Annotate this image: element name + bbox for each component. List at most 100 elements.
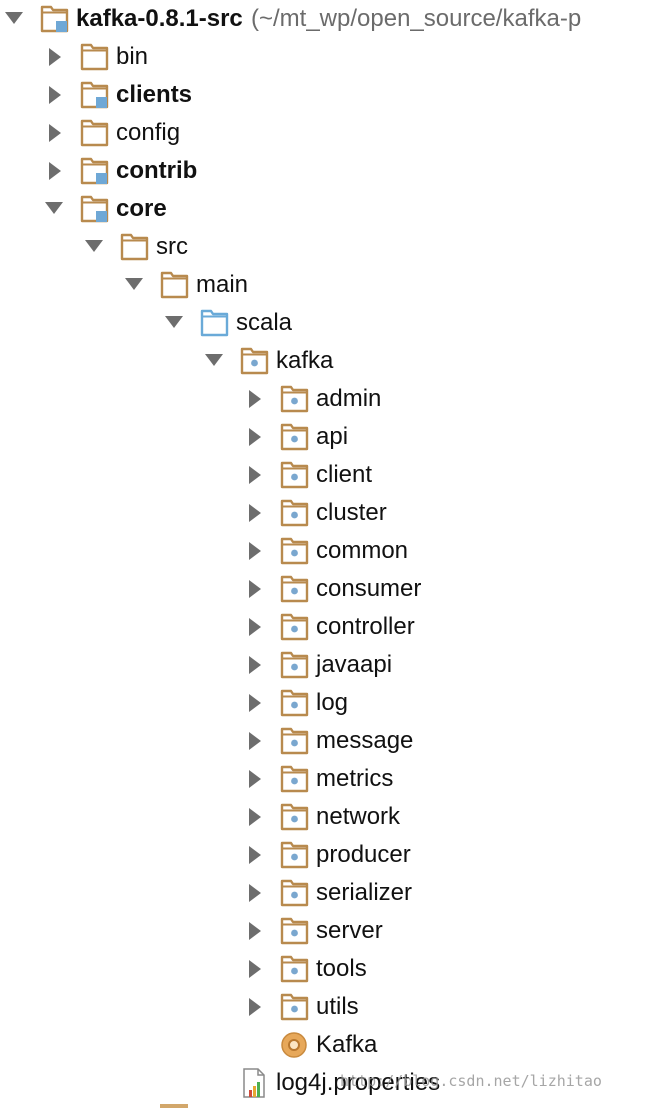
tree-row-log[interactable]: log <box>0 684 648 722</box>
tree-label: common <box>316 537 409 564</box>
collapsed-arrow-icon[interactable] <box>243 912 265 950</box>
module-folder-icon <box>40 0 70 38</box>
expanded-arrow-icon[interactable] <box>83 228 105 266</box>
tree-row-message[interactable]: message <box>0 722 648 760</box>
tree-row-contrib[interactable]: contrib <box>0 152 648 190</box>
watermark-text: http://blog.csdn.net/lizhitao <box>340 1072 602 1090</box>
collapsed-arrow-icon[interactable] <box>243 494 265 532</box>
collapsed-arrow-icon[interactable] <box>243 456 265 494</box>
collapsed-arrow-icon[interactable] <box>243 380 265 418</box>
tree-row-server[interactable]: server <box>0 912 648 950</box>
package-folder-icon <box>280 570 310 608</box>
tree-row-common[interactable]: common <box>0 532 648 570</box>
collapsed-arrow-icon[interactable] <box>43 114 65 152</box>
tree-label: cluster <box>316 499 387 526</box>
tree-label: contrib <box>116 157 198 184</box>
tree-label: server <box>316 917 383 944</box>
tree-row-log4j[interactable]: log4j.properties <box>0 1064 648 1102</box>
tree-row-kafka[interactable]: kafka <box>0 342 648 380</box>
expanded-arrow-icon[interactable] <box>163 304 185 342</box>
tree-label: log <box>316 689 349 716</box>
expanded-arrow-icon[interactable] <box>43 190 65 228</box>
collapsed-arrow-icon[interactable] <box>243 418 265 456</box>
tree-row-tools[interactable]: tools <box>0 950 648 988</box>
tree-label: producer <box>316 841 411 868</box>
tree-row-bin[interactable]: bin <box>0 38 648 76</box>
package-folder-icon <box>280 988 310 1026</box>
package-folder-icon <box>280 760 310 798</box>
collapsed-arrow-icon[interactable] <box>243 988 265 1026</box>
collapsed-arrow-icon[interactable] <box>243 798 265 836</box>
tree-label: network <box>316 803 401 830</box>
collapsed-arrow-icon[interactable] <box>243 608 265 646</box>
tree-row-root[interactable]: kafka-0.8.1-src(~/mt_wp/open_source/kafk… <box>0 0 648 38</box>
tree-row-api[interactable]: api <box>0 418 648 456</box>
module-folder-icon <box>80 152 110 190</box>
tree-row-admin[interactable]: admin <box>0 380 648 418</box>
package-folder-icon <box>280 456 310 494</box>
package-folder-icon <box>280 380 310 418</box>
properties-file-icon <box>240 1064 270 1102</box>
tree-label: clients <box>116 81 193 108</box>
tree-row-producer[interactable]: producer <box>0 836 648 874</box>
folder-icon <box>80 114 110 152</box>
tree-label: bin <box>116 43 149 70</box>
tree-label: kafka <box>276 347 334 374</box>
tree-label: controller <box>316 613 415 640</box>
collapsed-arrow-icon[interactable] <box>243 570 265 608</box>
tree-label: core <box>116 195 167 222</box>
source-folder-icon <box>200 304 230 342</box>
collapsed-arrow-icon[interactable] <box>43 152 65 190</box>
expanded-arrow-icon[interactable] <box>123 266 145 304</box>
collapsed-arrow-icon[interactable] <box>243 836 265 874</box>
module-folder-icon <box>80 190 110 228</box>
tree-label: serializer <box>316 879 413 906</box>
collapsed-arrow-icon[interactable] <box>243 646 265 684</box>
tree-row-kafka-object[interactable]: Kafka <box>0 1026 648 1064</box>
package-folder-icon <box>280 494 310 532</box>
tree-label: consumer <box>316 575 422 602</box>
package-folder-icon <box>280 684 310 722</box>
tree-label: utils <box>316 993 359 1020</box>
package-folder-icon <box>280 532 310 570</box>
expanded-arrow-icon[interactable] <box>3 0 25 38</box>
tree-label: admin <box>316 385 382 412</box>
collapsed-arrow-icon[interactable] <box>243 874 265 912</box>
tree-row-core[interactable]: core <box>0 190 648 228</box>
next-row-icon-partial <box>160 1104 188 1108</box>
tree-row-controller[interactable]: controller <box>0 608 648 646</box>
tree-row-network[interactable]: network <box>0 798 648 836</box>
package-folder-icon <box>280 646 310 684</box>
tree-row-main[interactable]: main <box>0 266 648 304</box>
tree-row-utils[interactable]: utils <box>0 988 648 1026</box>
collapsed-arrow-icon[interactable] <box>243 950 265 988</box>
expanded-arrow-icon[interactable] <box>203 342 225 380</box>
tree-label: main <box>196 271 249 298</box>
tree-row-clients[interactable]: clients <box>0 76 648 114</box>
tree-label: scala <box>236 309 293 336</box>
collapsed-arrow-icon[interactable] <box>243 532 265 570</box>
collapsed-arrow-icon[interactable] <box>43 38 65 76</box>
tree-row-src[interactable]: src <box>0 228 648 266</box>
tree-row-consumer[interactable]: consumer <box>0 570 648 608</box>
package-folder-icon <box>240 342 270 380</box>
package-folder-icon <box>280 798 310 836</box>
collapsed-arrow-icon[interactable] <box>243 760 265 798</box>
collapsed-arrow-icon[interactable] <box>243 722 265 760</box>
package-folder-icon <box>280 836 310 874</box>
module-folder-icon <box>80 76 110 114</box>
tree-row-javaapi[interactable]: javaapi <box>0 646 648 684</box>
tree-row-client[interactable]: client <box>0 456 648 494</box>
tree-row-serializer[interactable]: serializer <box>0 874 648 912</box>
collapsed-arrow-icon[interactable] <box>43 76 65 114</box>
tree-row-cluster[interactable]: cluster <box>0 494 648 532</box>
tree-row-metrics[interactable]: metrics <box>0 760 648 798</box>
tree-label: client <box>316 461 373 488</box>
collapsed-arrow-icon[interactable] <box>243 684 265 722</box>
tree-row-config[interactable]: config <box>0 114 648 152</box>
tree-label: kafka-0.8.1-src <box>76 5 243 32</box>
tree-label: metrics <box>316 765 394 792</box>
scala-object-icon <box>280 1026 310 1064</box>
tree-row-scala[interactable]: scala <box>0 304 648 342</box>
